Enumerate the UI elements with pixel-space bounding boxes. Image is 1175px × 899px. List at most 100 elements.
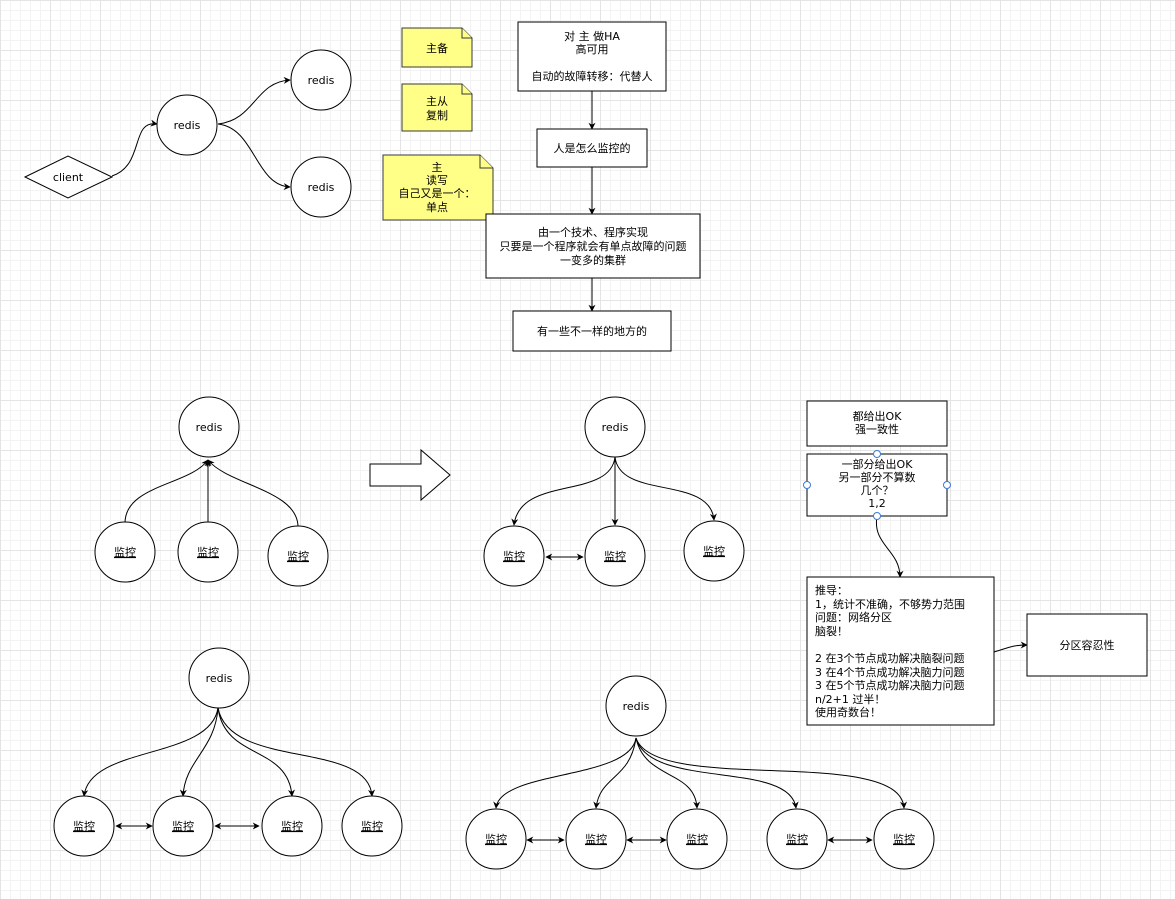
monitor-label: 监控	[114, 545, 136, 559]
mid-right-monitor-2[interactable]: 监控	[584, 525, 646, 587]
edge-redis-to-monitor-bl-3	[217, 707, 295, 797]
bottom-left-monitor-2[interactable]: 监控	[152, 795, 214, 857]
edge-derivation-to-partition	[993, 641, 1028, 653]
mid-left-monitor-2[interactable]: 监控	[177, 521, 239, 583]
derivation-line: 推导：	[815, 583, 848, 597]
monitor-label: 监控	[287, 549, 309, 563]
derivation-line: 问题：网络分区	[815, 610, 892, 624]
edges	[81, 76, 1028, 844]
note-text: 主	[432, 161, 443, 174]
note-master-backup[interactable]: 主备	[401, 27, 473, 68]
box-all-ok[interactable]: 都给出OK 强一致性	[806, 400, 948, 447]
flow-box-program[interactable]: 由一个技术、程序实现 只要是一个程序就会有单点故障的问题 一变多的集群	[485, 213, 701, 279]
edge-redis-to-monitor-bl-1	[81, 707, 219, 797]
edge-monitor-3-to-redis	[207, 459, 299, 528]
box-text: 分区容忍性	[1060, 638, 1115, 652]
monitor-label: 监控	[686, 832, 708, 846]
flow-box-ha[interactable]: 对 主 做HA 高可用 自动的故障转移：代替人	[517, 21, 667, 92]
derivation-line: 使用奇数台！	[815, 705, 881, 719]
derivation-line: 2 在3个节点成功解决脑裂问题	[815, 651, 965, 665]
bottom-right-monitor-1[interactable]: 监控	[465, 808, 527, 870]
edge-redis-to-monitor-1	[511, 456, 616, 526]
derivation-line: 1，统计不准确，不够势力范围	[815, 597, 965, 611]
box-text: 强一致性	[855, 422, 899, 436]
box-partition-tolerance[interactable]: 分区容忍性	[1026, 613, 1148, 677]
monitor-label: 监控	[485, 832, 507, 846]
redis-slave-node-2[interactable]: redis	[290, 156, 352, 218]
monitor-label: 监控	[73, 819, 95, 833]
flow-text: 高可用	[576, 42, 609, 56]
flow-text: 一变多的集群	[560, 253, 626, 267]
client-node[interactable]: client	[23, 155, 114, 199]
selection-handles[interactable]	[803, 450, 951, 520]
monitor-label: 监控	[197, 545, 219, 559]
edge-redis-slave-1	[217, 76, 291, 125]
monitor-label: 监控	[172, 819, 194, 833]
selection-handle[interactable]	[873, 512, 881, 520]
flow-text: 只要是一个程序就会有单点故障的问题	[500, 239, 687, 253]
monitor-label: 监控	[585, 832, 607, 846]
derivation-line: 脑裂！	[815, 625, 848, 638]
edge-redis-slave-2	[217, 123, 291, 191]
bottom-left-monitor-4[interactable]: 监控	[341, 795, 403, 857]
edge-redis-to-monitor-3	[614, 456, 717, 521]
box-text: 一部分给出OK	[842, 457, 914, 471]
redis-slave-label: redis	[308, 181, 335, 194]
bottom-right-monitor-2[interactable]: 监控	[565, 808, 627, 870]
bottom-right-monitor-3[interactable]: 监控	[666, 808, 728, 870]
mid-left-monitor-1[interactable]: 监控	[94, 521, 156, 583]
note-text: 自己又是一个：	[399, 187, 476, 200]
mid-right-redis-node[interactable]: redis	[584, 396, 646, 458]
derivation-line: 3 在4个节点成功解决脑力问题	[815, 665, 965, 679]
selection-handle[interactable]	[803, 481, 811, 489]
bottom-right-monitor-5[interactable]: 监控	[873, 808, 935, 870]
flow-text: 由一个技术、程序实现	[538, 225, 648, 239]
edge-redis-to-monitor-bl-2	[179, 707, 219, 797]
selection-handle[interactable]	[873, 450, 881, 458]
redis-master-node[interactable]: redis	[156, 94, 218, 156]
flow-box-different[interactable]: 有一些不一样的地方的	[512, 310, 672, 352]
edge-monitor-1-to-redis	[124, 459, 209, 524]
box-text: 几个？	[861, 484, 894, 497]
edge-partial-to-derivation	[875, 515, 904, 578]
flow-text: 有一些不一样的地方的	[537, 324, 647, 338]
edge-redis-to-monitor-br-5	[635, 737, 908, 809]
mid-left-monitor-3[interactable]: 监控	[267, 525, 329, 587]
mid-right-monitor-3[interactable]: 监控	[683, 520, 745, 582]
redis-slave-node-1[interactable]: redis	[290, 49, 352, 111]
note-master-rw[interactable]: 主 读写 自己又是一个： 单点	[382, 154, 494, 221]
bottom-right-redis-node[interactable]: redis	[605, 675, 667, 737]
flow-text: 对 主 做HA	[564, 29, 620, 43]
redis-label: redis	[206, 672, 233, 685]
bottom-left-monitor-1[interactable]: 监控	[53, 795, 115, 857]
selection-handle[interactable]	[943, 481, 951, 489]
redis-slave-label: redis	[308, 74, 335, 87]
box-derivation[interactable]: 推导： 1，统计不准确，不够势力范围 问题：网络分区 脑裂！ 2 在3个节点成功…	[806, 576, 995, 726]
box-partial-ok[interactable]: 一部分给出OK 另一部分不算数 几个？ 1,2	[806, 453, 948, 517]
bottom-left-monitor-3[interactable]: 监控	[261, 795, 323, 857]
edge-redis-to-monitor-bl-4	[217, 707, 376, 797]
edge-redis-to-monitor-br-4	[635, 737, 799, 809]
edge-redis-to-monitor-br-3	[635, 737, 701, 809]
monitor-label: 监控	[786, 832, 808, 846]
flow-box-human[interactable]: 人是怎么监控的	[536, 128, 648, 168]
bottom-right-monitor-4[interactable]: 监控	[766, 808, 828, 870]
mid-right-monitor-1[interactable]: 监控	[483, 525, 545, 587]
monitor-label: 监控	[893, 832, 915, 846]
derivation-line: n/2+1 过半！	[815, 692, 885, 706]
client-label: client	[53, 171, 84, 184]
edge-redis-to-monitor-br-2	[593, 737, 637, 809]
note-master-slave[interactable]: 主从 复制	[401, 83, 473, 132]
monitor-label: 监控	[604, 549, 626, 563]
mid-left-redis-node[interactable]: redis	[178, 396, 240, 458]
box-text: 都给出OK	[853, 409, 903, 423]
note-text: 读写	[426, 173, 448, 187]
note-text: 单点	[426, 201, 448, 214]
redis-label: redis	[602, 421, 629, 434]
monitor-label: 监控	[361, 819, 383, 833]
monitor-label: 监控	[503, 549, 525, 563]
derivation-line: 3 在5个节点成功解决脑力问题	[815, 678, 965, 692]
flow-text: 人是怎么监控的	[554, 141, 631, 155]
bottom-left-redis-node[interactable]: redis	[188, 647, 250, 709]
